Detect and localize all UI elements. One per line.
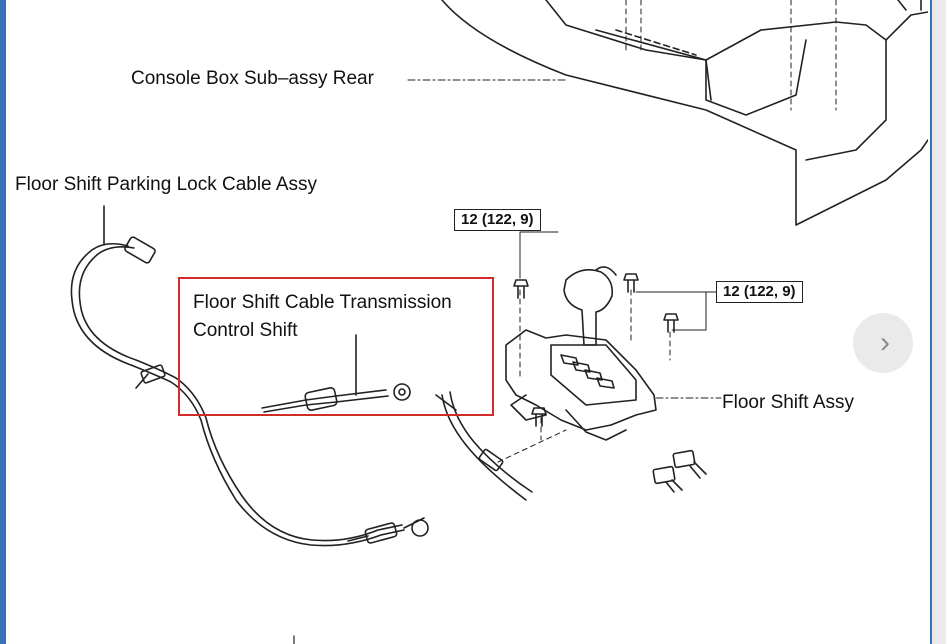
leader-torque-left xyxy=(519,231,559,279)
label-transmission-cable-line2: Control Shift xyxy=(193,320,298,341)
diagram-canvas: Console Box Sub–assy Rear Floor Shift Pa… xyxy=(6,0,928,644)
torque-spec-left: 12 (122, 9) xyxy=(454,209,541,231)
window-scrollbar[interactable] xyxy=(930,0,946,644)
leader-torque-right xyxy=(635,291,719,331)
chevron-right-icon: › xyxy=(880,326,890,359)
next-button[interactable]: › xyxy=(853,313,913,373)
bolt-drawings xyxy=(513,273,679,427)
highlight-box xyxy=(178,277,494,416)
connector-drawings xyxy=(652,449,707,493)
label-parking-lock-cable: Floor Shift Parking Lock Cable Assy xyxy=(15,174,318,195)
parking-lock-cable-drawing xyxy=(70,205,429,547)
torque-spec-right: 12 (122, 9) xyxy=(716,281,803,303)
diagram-drawing xyxy=(70,0,928,644)
console-box-drawing xyxy=(441,0,928,226)
shift-lever-cable-drawing xyxy=(435,391,567,501)
label-transmission-cable-line1: Floor Shift Cable Transmission xyxy=(193,292,452,313)
label-floor-shift-assy: Floor Shift Assy xyxy=(722,392,854,413)
transmission-cable-drawing xyxy=(261,334,411,413)
label-console-box: Console Box Sub–assy Rear xyxy=(131,68,374,89)
window-frame-left xyxy=(0,0,6,644)
